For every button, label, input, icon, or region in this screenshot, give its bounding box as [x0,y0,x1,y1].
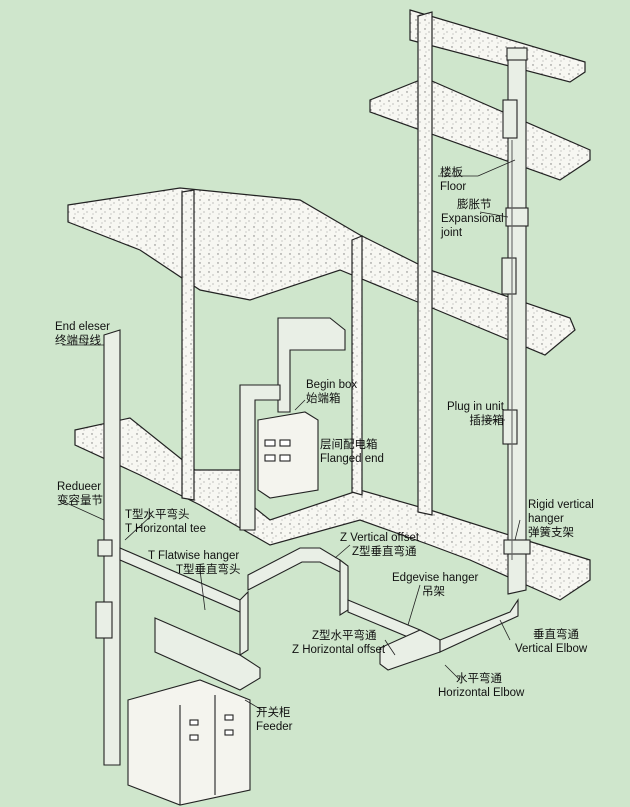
floor-slab-upper [67,187,576,356]
label-rigid-vertical-hanger-en1: Rigid vertical [528,499,594,511]
label-flatwise-hanger-en: T Flatwise hanger [148,550,240,562]
label-begin-box-zh: 始端箱 [306,393,341,405]
label-plug-in-unit-en: Plug in unit [447,401,504,413]
label-expansion-joint-en1: Expansional [441,213,504,225]
label-end-closer-en: End eleser [55,321,110,333]
label-flanged-end-en: Flanged end [320,453,384,465]
riser-busway [501,47,531,595]
label-plug-in-unit-zh: 插接箱 [469,415,504,427]
label-feeder: 开关柜 Feeder [256,706,292,734]
label-expansion-joint-zh: 膨胀节 [457,199,492,211]
label-edgewise-hanger: Edgevise hanger 吊架 [392,571,478,599]
label-edgewise-hanger-en: Edgevise hanger [392,572,479,584]
label-reducer-en: Redueer [57,481,102,493]
label-flatwise-hanger: T Flatwise hanger T型垂直弯头 [148,549,241,577]
label-end-closer: End eleser 终端母线 [55,320,110,348]
label-flanged-end-zh: 层间配电箱 [320,439,378,451]
building-columns [181,11,433,516]
label-reducer: Redueer 变容量节 [57,480,103,508]
label-floor: 楼板 Floor [440,166,466,194]
label-horizontal-offset-en: Z Horizontal offset [292,644,386,656]
label-vertical-offset-zh: Z型垂直弯通 [352,546,417,558]
horizontal-busway [119,547,519,671]
floor-slab-top [369,9,591,181]
label-feeder-en: Feeder [256,721,293,733]
label-rigid-vertical-hanger: Rigid vertical hanger 弹簧支架 [528,498,594,540]
label-begin-box-en: Begin box [306,379,358,391]
label-horizontal-tee: T型水平弯头 T Horizontal tee [125,508,206,536]
label-expansion-joint: 膨胀节 Expansional joint [441,198,504,240]
feeder-cabinet [127,617,261,806]
label-vertical-offset: Z Vertical offset Z型垂直弯通 [340,531,419,559]
label-feeder-zh: 开关柜 [256,707,291,719]
label-begin-box: Begin box 始端箱 [306,378,357,406]
label-rigid-vertical-hanger-en2: hanger [528,513,564,525]
label-expansion-joint-en2: joint [441,227,463,239]
label-floor-zh: 楼板 [440,167,463,179]
label-vertical-elbow-en: Vertical Elbow [515,643,588,655]
label-edgewise-hanger-zh: 吊架 [422,586,445,598]
label-horizontal-elbow-en: Horizontal Elbow [438,687,525,699]
label-vertical-offset-en: Z Vertical offset [340,532,420,544]
label-horizontal-offset-zh: Z型水平弯通 [312,630,377,642]
label-horizontal-tee-zh: T型水平弯头 [125,509,190,521]
label-flatwise-hanger-zh: T型垂直弯头 [176,564,241,576]
label-plug-in-unit: Plug in unit 插接箱 [447,400,504,428]
label-horizontal-tee-en: T Horizontal tee [125,523,206,535]
label-horizontal-elbow: 水平弯通 Horizontal Elbow [438,672,524,700]
label-end-closer-zh: 终端母线 [55,335,101,347]
label-floor-en: Floor [440,181,467,193]
label-rigid-vertical-hanger-zh: 弹簧支架 [528,527,574,539]
label-vertical-elbow-zh: 垂直弯通 [533,629,579,641]
label-horizontal-elbow-zh: 水平弯通 [456,673,502,685]
end-closer-riser [95,329,121,766]
label-vertical-elbow: 垂直弯通 Vertical Elbow [515,628,587,656]
label-flanged-end: 层间配电箱 Flanged end [320,438,384,466]
begin-box-assembly [239,317,346,531]
leader-lines [59,159,521,711]
label-horizontal-offset: Z型水平弯通 Z Horizontal offset [292,629,385,657]
label-reducer-zh: 变容量节 [57,495,103,507]
